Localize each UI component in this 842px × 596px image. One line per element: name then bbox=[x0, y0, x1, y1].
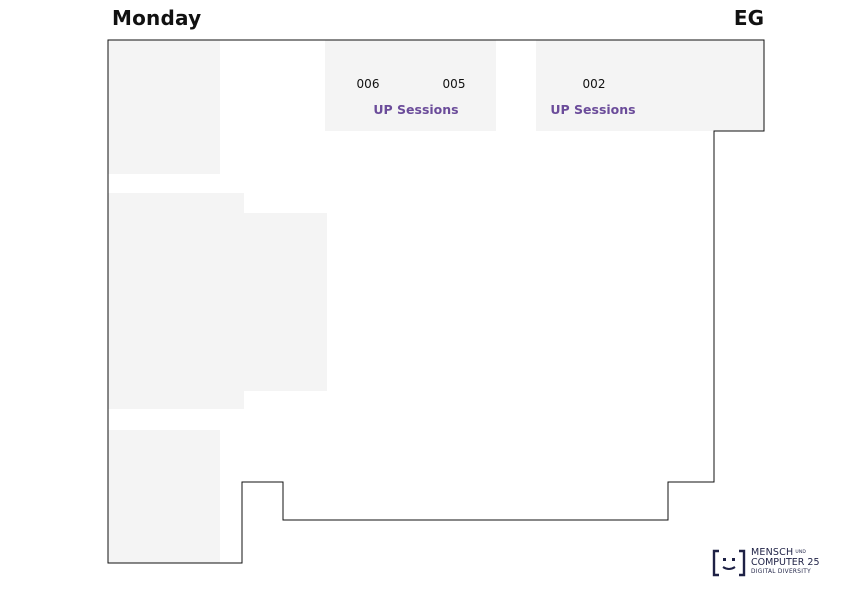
room-number-005: 005 bbox=[443, 77, 466, 91]
room-002[interactable] bbox=[536, 40, 764, 131]
smiley-bracket-icon bbox=[712, 549, 746, 577]
room-block-middle-annex bbox=[244, 213, 327, 391]
room-block-left-top bbox=[108, 40, 220, 174]
floor-title: EG bbox=[733, 6, 764, 30]
room-006-005[interactable] bbox=[325, 40, 496, 131]
room-block-left-middle bbox=[108, 193, 244, 409]
room-number-006: 006 bbox=[357, 77, 380, 91]
building-outline bbox=[107, 39, 765, 564]
room-block-left-bottom bbox=[108, 430, 220, 563]
session-label-rooms-006-005: UP Sessions bbox=[373, 102, 458, 117]
day-title: Monday bbox=[112, 6, 202, 30]
session-label-room-002: UP Sessions bbox=[550, 102, 635, 117]
room-number-002: 002 bbox=[583, 77, 606, 91]
